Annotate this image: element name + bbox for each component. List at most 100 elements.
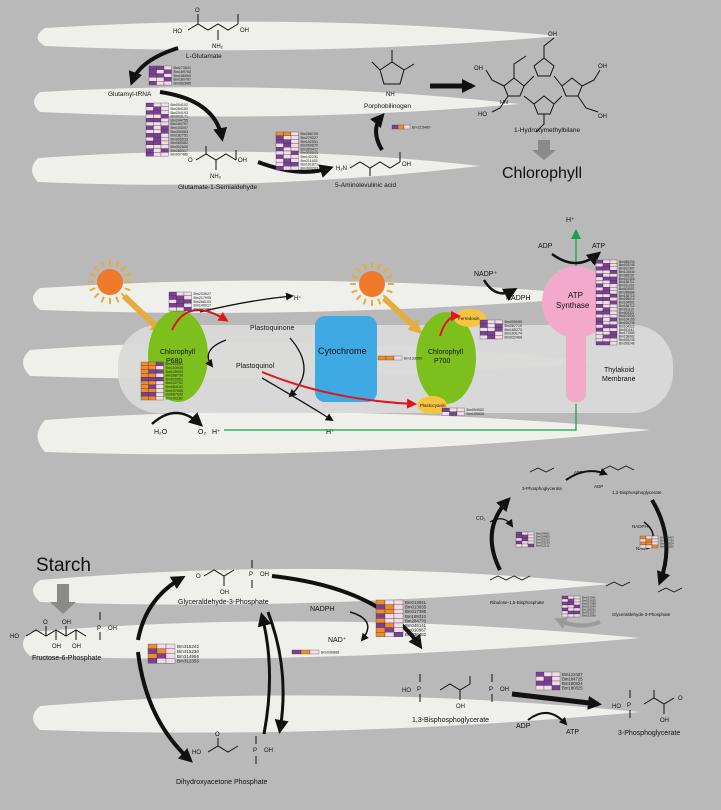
heatmap-cell — [609, 263, 618, 267]
arrow-dhap-to-g3p — [257, 612, 272, 735]
gene-id-label: Bm211453 — [301, 159, 318, 163]
heatmap-cell — [148, 380, 157, 385]
heatmap-cell — [397, 124, 405, 130]
heatmap-cell — [160, 106, 169, 111]
heatmap-cell — [515, 537, 523, 542]
label-hydroxymethylbilane: 1-Hydroxymethylbilane — [514, 127, 580, 134]
label-thylakoid-2: Membrane — [602, 376, 636, 383]
gene-id-label: Bm267719 — [505, 324, 522, 328]
heatmap-calvin-g3p: Bm013041Bm013035Bm017398Bm013040Bm126021… — [561, 595, 596, 617]
gene-id-label: Bm288888 — [619, 290, 635, 294]
mol-o-g3p: O — [196, 574, 201, 580]
heatmap-cell — [602, 297, 611, 301]
mol-oh-hmb-1: OH — [474, 66, 483, 72]
label-cytochrome: Cytochrome — [318, 346, 367, 356]
heatmap-cell — [155, 361, 164, 366]
label-calvin-nadph: NADPH — [632, 524, 648, 529]
gene-id-label: Bm180825 — [660, 544, 674, 548]
heatmap-cell — [527, 537, 535, 542]
heatmap-cell — [609, 324, 618, 329]
heatmap-cell — [521, 540, 529, 545]
heatmap-cell — [602, 287, 611, 291]
heatmap-cell — [163, 81, 172, 86]
heatmap-cell — [290, 139, 299, 144]
heatmap-cell — [145, 144, 154, 149]
heatmap-cell — [391, 124, 399, 130]
heatmap-cell — [145, 140, 154, 145]
gene-id-label: Bm012111 — [536, 543, 550, 547]
heatmap-cell — [145, 152, 154, 157]
mol-o-f6p: O — [43, 620, 48, 626]
heatmap-cell — [403, 124, 411, 130]
heatmap-cell — [595, 293, 604, 298]
heatmap-cell — [140, 380, 149, 385]
gene-id-label: Bm095014 — [619, 297, 635, 301]
gene-id-label: Bm017398 — [582, 601, 596, 605]
heatmap-cell — [163, 69, 172, 74]
heatmap-cell — [602, 307, 611, 312]
heatmap-cell — [156, 653, 167, 659]
heatmap-cell — [551, 680, 561, 686]
gene-id-label: Bm024800 — [536, 534, 550, 538]
label-calvin-nadp: NADP⁺ — [636, 546, 652, 551]
electron-path-psi — [439, 311, 461, 337]
heatmap-cell — [595, 307, 604, 312]
gene-id-label: Bm180787 — [174, 78, 191, 82]
heatmap-cell — [609, 314, 618, 318]
heatmap-cell — [609, 300, 618, 305]
mol-p-bpg-2: P — [489, 687, 493, 693]
label-l-glutamate: L-Glutamate — [186, 53, 222, 60]
heatmap-cell — [145, 106, 154, 111]
heatmap-cell — [155, 369, 164, 374]
gene-id-label: Bm173841 — [174, 66, 191, 70]
heatmap-cell — [153, 121, 162, 126]
heatmap-cell — [602, 331, 611, 335]
heatmap-cell — [639, 541, 647, 546]
heatmap-cell — [153, 137, 162, 142]
heatmap-cell — [148, 73, 157, 78]
heatmap-cell — [609, 273, 618, 278]
heatmap-cell — [183, 299, 192, 304]
heatmap-cell — [283, 131, 292, 136]
heatmap-cell — [140, 373, 149, 378]
heatmap-cell — [639, 535, 647, 540]
arrow-gsa-to-ala — [257, 160, 334, 178]
label-bpg: 1,3-Bisphosphoglycerate — [412, 717, 489, 724]
heatmap-cell — [609, 321, 618, 325]
mol-ho-hmb-2: HO — [478, 112, 487, 118]
heatmap-cell — [521, 543, 529, 548]
heatmap-cell — [567, 607, 575, 612]
mol-ho-pga: HO — [612, 704, 621, 710]
heatmap-cell — [283, 139, 292, 144]
heatmap-cell — [602, 293, 611, 298]
heatmap-cell — [602, 300, 611, 305]
heatmap-cell — [645, 535, 653, 540]
heatmap-cell — [148, 69, 157, 74]
heatmap-cell — [145, 125, 154, 130]
gsa-structure — [195, 146, 237, 170]
heatmap-cell — [283, 158, 292, 163]
g3p-structure — [203, 560, 253, 588]
gene-id-label: Bm013035 — [582, 598, 596, 602]
heatmap-cell — [573, 607, 581, 612]
heatmap-cell — [384, 599, 395, 605]
heatmap-cell — [602, 314, 611, 318]
heatmap-cell — [609, 270, 618, 274]
gene-id-label: Bm103905 — [166, 366, 183, 370]
label-ferredoxin: Ferredoxin — [458, 316, 480, 321]
heatmap-cell — [153, 152, 162, 157]
heatmap-cell — [651, 544, 659, 549]
gene-id-label: Bm158082 — [619, 335, 635, 339]
heatmap-cell — [290, 166, 299, 171]
heatmap-cell — [375, 627, 386, 633]
heatmap-cell — [148, 365, 157, 370]
heatmap-cell — [156, 643, 167, 649]
heatmap-pbg: Bm215480 — [391, 124, 430, 130]
heatmap-cell — [375, 613, 386, 619]
heatmap-cell — [160, 129, 169, 134]
gene-id-label: Bm169783 — [174, 70, 191, 74]
heatmap-cell — [609, 327, 618, 332]
heatmap-cell — [153, 102, 162, 107]
gene-id-label: Bm189310 — [405, 614, 427, 619]
arrow-pq-to-lumen — [261, 377, 334, 422]
